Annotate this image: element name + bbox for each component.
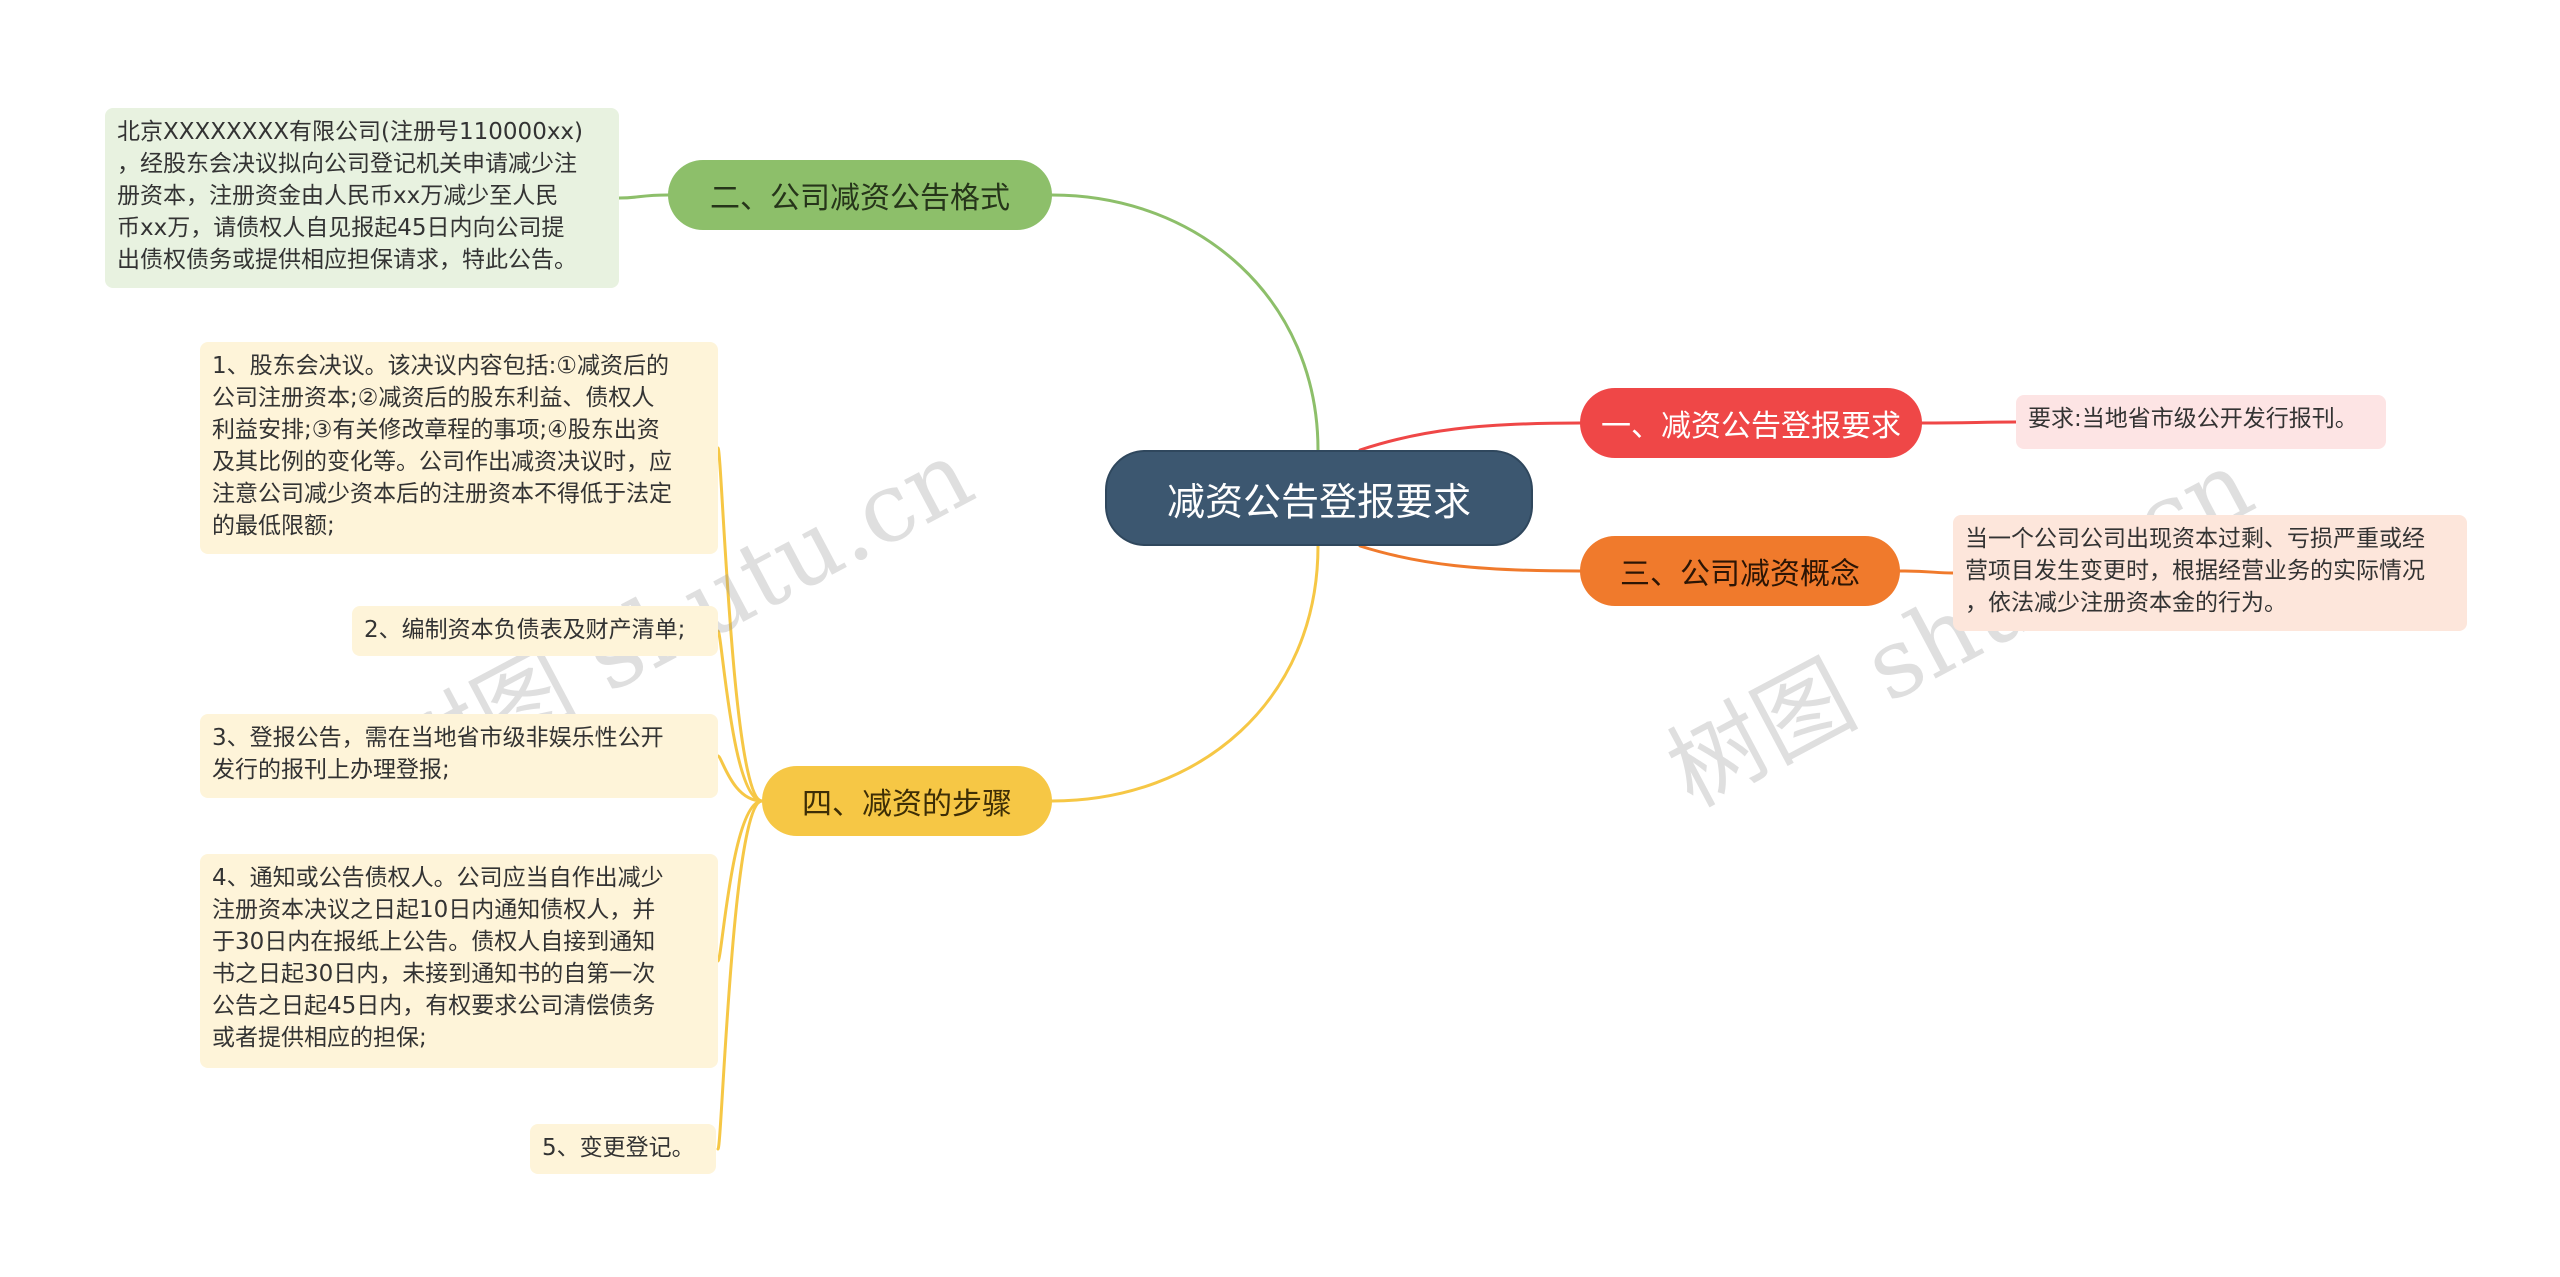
leaf-concept-text[interactable]: 当一个公司公司出现资本过剩、亏损严重或经 营项目发生变更时，根据经营业务的实际情… bbox=[1953, 515, 2467, 631]
leaf-step-5[interactable]: 5、变更登记。 bbox=[530, 1124, 716, 1174]
leaf-step-4[interactable]: 4、通知或公告债权人。公司应当自作出减少 注册资本决议之日起10日内通知债权人，… bbox=[200, 854, 718, 1068]
leaf-format-text[interactable]: 北京XXXXXXXX有限公司(注册号110000xx) ，经股东会决议拟向公司登… bbox=[105, 108, 619, 288]
link-requirement-leaf bbox=[1920, 420, 2018, 425]
branch-format[interactable]: 二、公司减资公告格式 bbox=[668, 160, 1052, 230]
leaf-step-1[interactable]: 1、股东会决议。该决议内容包括:①减资后的 公司注册资本;②减资后的股东利益、债… bbox=[200, 342, 718, 554]
leaf-step-2[interactable]: 2、编制资本负债表及财产清单; bbox=[352, 606, 718, 656]
link-steps-leaf-1 bbox=[716, 446, 764, 803]
leaf-step-3[interactable]: 3、登报公告，需在当地省市级非娱乐性公开 发行的报刊上办理登报; bbox=[200, 714, 718, 798]
link-steps-leaf-3 bbox=[716, 754, 764, 803]
link-root-concept bbox=[1358, 544, 1582, 573]
link-root-requirement bbox=[1358, 421, 1582, 452]
leaf-requirement-text[interactable]: 要求:当地省市级公开发行报刊。 bbox=[2016, 395, 2386, 449]
link-root-steps bbox=[1050, 544, 1320, 803]
link-steps-leaf-2 bbox=[716, 629, 764, 803]
branch-steps[interactable]: 四、减资的步骤 bbox=[762, 766, 1052, 836]
link-format-leaf bbox=[617, 193, 670, 200]
link-steps-leaf-4 bbox=[716, 799, 764, 963]
branch-requirement[interactable]: 一、减资公告登报要求 bbox=[1580, 388, 1922, 458]
link-steps-leaf-5 bbox=[716, 799, 764, 1151]
link-concept-leaf bbox=[1898, 569, 1955, 575]
root-topic[interactable]: 减资公告登报要求 bbox=[1105, 450, 1533, 546]
branch-concept[interactable]: 三、公司减资概念 bbox=[1580, 536, 1900, 606]
link-root-format bbox=[1050, 193, 1320, 452]
